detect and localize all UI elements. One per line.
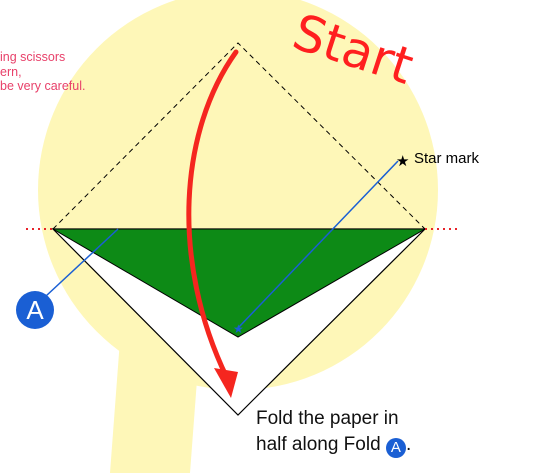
instruction-line-2-suffix: . (405, 434, 412, 455)
caution-line: ing scissors (0, 50, 66, 64)
instruction-line-2-prefix: half along Fold (256, 434, 381, 455)
caution-line: be very careful. (0, 79, 86, 93)
instruction-line-1: Fold the paper in (256, 408, 399, 429)
arrow-head-icon (214, 368, 238, 398)
caution-line: ern, (0, 64, 22, 79)
fold-a-guide-line (45, 228, 119, 297)
fold-direction-arrow (186, 49, 239, 381)
fold-a-inline-marker: A (385, 438, 406, 458)
star-mark-small-icon: ★ (233, 322, 244, 336)
fold-a-marker: A (16, 291, 54, 329)
star-guide-line (237, 160, 399, 329)
star-mark-icon: ★ (396, 152, 409, 170)
yellow-background-tail (110, 340, 200, 473)
instruction-line-2: half along Fold A. (256, 432, 411, 458)
instruction-text: Fold the paper in half along Fold A. (256, 406, 411, 458)
green-fold-triangle (51, 228, 427, 338)
caution-note: ing scissors ern, be very careful. (0, 50, 85, 94)
star-mark-label: Star mark (414, 150, 480, 167)
